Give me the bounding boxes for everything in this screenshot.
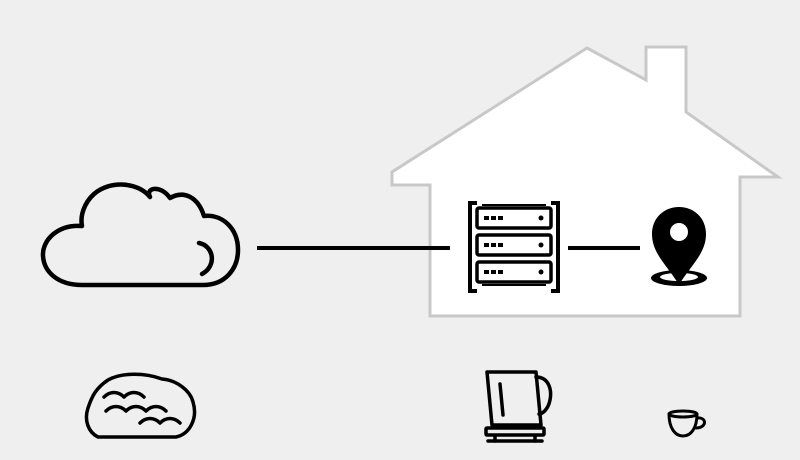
cloud-icon xyxy=(40,182,241,288)
server-rack-icon xyxy=(468,201,560,293)
map-pin-icon xyxy=(651,207,707,286)
house-icon xyxy=(390,45,783,318)
coffee-cup-icon xyxy=(667,409,706,438)
bread-loaf-icon xyxy=(84,372,197,439)
kettle-icon xyxy=(484,370,553,443)
